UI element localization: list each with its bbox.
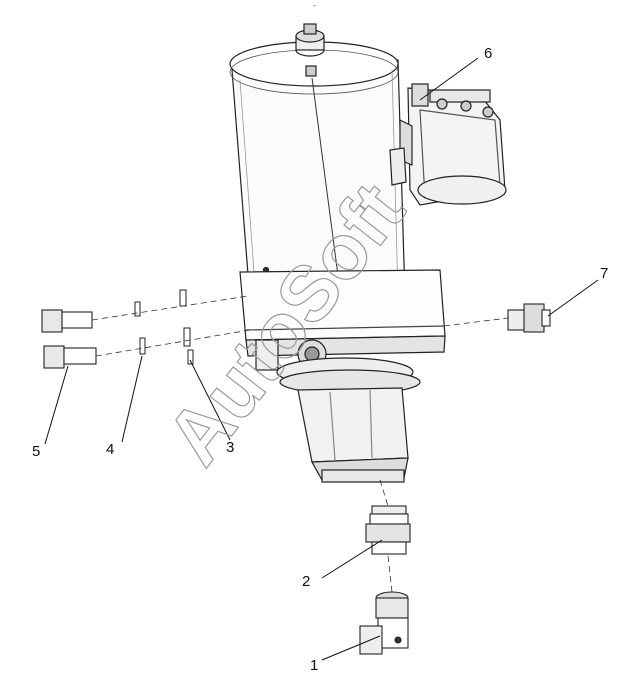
bolts-part-5: [41, 309, 97, 369]
washers-part-4: [134, 301, 146, 355]
callout-2: 2: [302, 573, 310, 590]
callout-4: 4: [106, 441, 114, 458]
callout-1: 1: [310, 657, 318, 674]
top-mark: -: [313, 1, 316, 10]
elbow-part-1: [359, 591, 409, 655]
leader-lines: [44, 57, 599, 661]
fitting-part-7: [507, 303, 551, 333]
motor-pump-assembly: [229, 23, 507, 483]
washers-part-3: [179, 289, 194, 365]
callout-3: 3: [226, 439, 234, 456]
alignment-lines: [91, 295, 509, 593]
callout-6: 6: [484, 45, 492, 62]
callout-5: 5: [32, 443, 40, 460]
callout-7: 7: [600, 265, 608, 282]
adapter-part-2: [365, 505, 411, 555]
